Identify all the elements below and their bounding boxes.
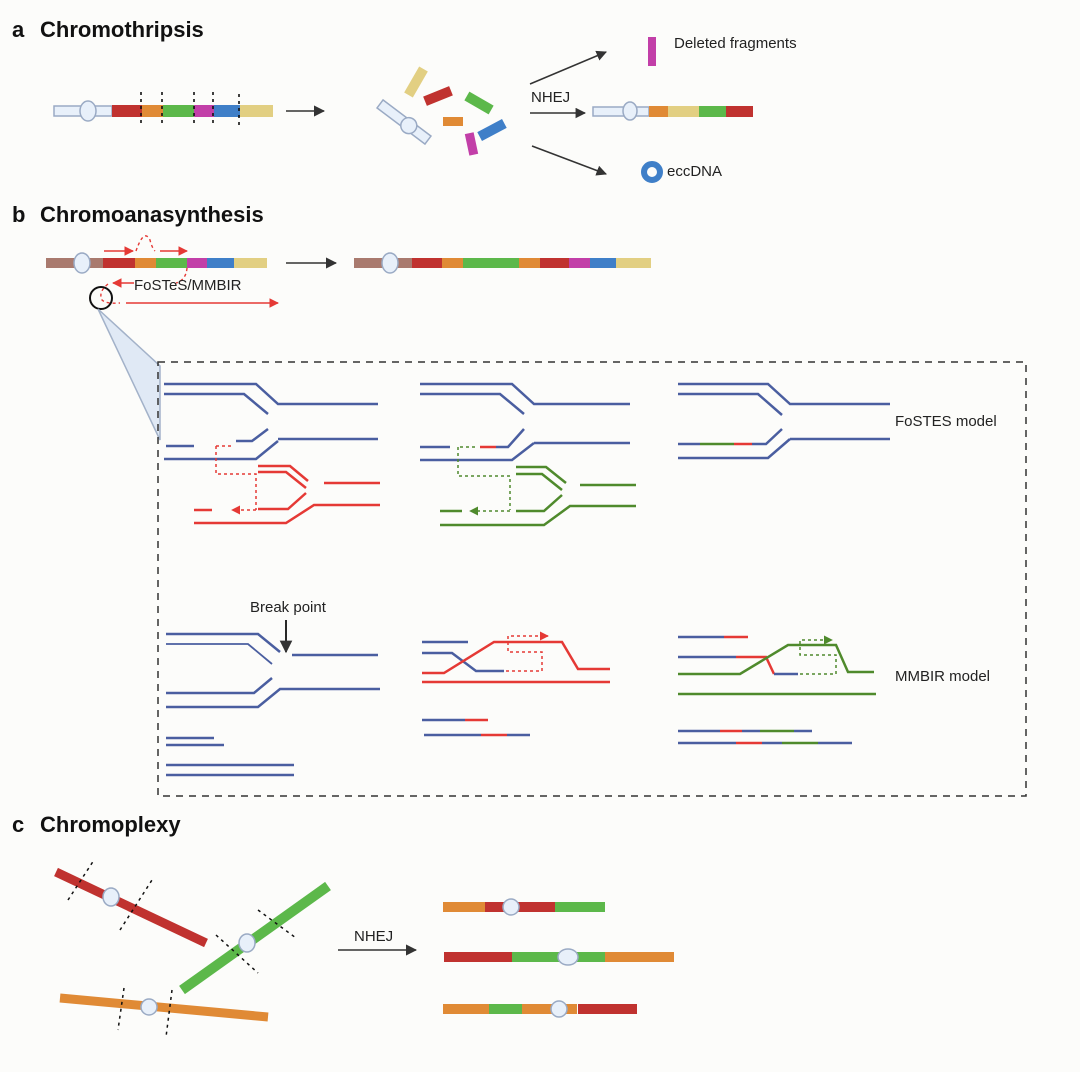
segment-orange: [142, 105, 163, 117]
panel-b-letter: b: [12, 202, 25, 227]
segment-yellow: [240, 105, 273, 117]
fragment-blue: [477, 119, 507, 141]
segment-blue: [214, 105, 240, 117]
fostes-step-2: [420, 382, 636, 527]
result-chromosome-3: [443, 1000, 637, 1018]
panel-c: c Chromoplexy NHEJ: [12, 812, 674, 1038]
segment-magenta: [194, 105, 214, 117]
break-lines: [140, 92, 240, 126]
nhej-label-a: NHEJ: [531, 89, 570, 106]
fostes-template-switch-arrows: [100, 235, 279, 308]
chromosome-rejoined-a: [592, 101, 753, 121]
segment-green: [163, 105, 194, 117]
deleted-fragment-icon: [648, 37, 656, 66]
zoom-callout: [97, 308, 161, 441]
panel-c-letter: c: [12, 812, 24, 837]
zoom-circle: [89, 286, 113, 310]
panel-a: a Chromothripsis: [12, 17, 797, 183]
shattered-fragments: [375, 66, 507, 156]
eccdna-label: eccDNA: [667, 163, 722, 180]
fragment-red: [423, 86, 453, 106]
deleted-fragments-label: Deleted fragments: [674, 35, 797, 52]
chromosome-orange-c: [59, 987, 269, 1038]
fragment-green: [464, 91, 494, 115]
chromosome-red-c: [54, 859, 208, 948]
result-chromosome-1: [443, 898, 605, 916]
mmbir-step-2: [422, 631, 610, 737]
panel-b: b Chromoanasynthesis FoSTeS/MMBIR: [12, 202, 1027, 797]
chromosome-original-b: [46, 252, 267, 274]
segment-red: [112, 105, 142, 117]
model-detail-box: [157, 361, 1027, 797]
fostes-step-3: [678, 382, 890, 460]
mmbir-step-1: [166, 632, 380, 777]
panel-a-title: Chromothripsis: [40, 17, 204, 42]
panel-a-letter: a: [12, 17, 25, 42]
chromosome-green-c: [179, 881, 331, 995]
chromosome-original-a: [53, 92, 273, 126]
arrow-eccdna: [531, 145, 607, 176]
mmbir-step-3: [678, 635, 876, 745]
fostes-step-1: [164, 382, 380, 525]
fragment-magenta: [464, 132, 479, 156]
panel-c-title: Chromoplexy: [40, 812, 181, 837]
arrow-deleted: [529, 50, 607, 85]
eccdna-icon: [641, 161, 663, 183]
fostes-mmbir-label: FoSTeS/MMBIR: [134, 277, 242, 294]
fragment-yellow: [404, 66, 428, 98]
fostes-model-label: FoSTES model: [895, 413, 997, 430]
fragment-orange: [443, 117, 463, 126]
result-chromosome-2: [444, 948, 674, 966]
chromosome-result-b: [354, 252, 651, 274]
mmbir-model-label: MMBIR model: [895, 668, 990, 685]
nhej-label-c: NHEJ: [354, 928, 393, 945]
panel-b-title: Chromoanasynthesis: [40, 202, 264, 227]
breakpoint-label: Break point: [250, 599, 327, 616]
centromere: [79, 100, 97, 122]
